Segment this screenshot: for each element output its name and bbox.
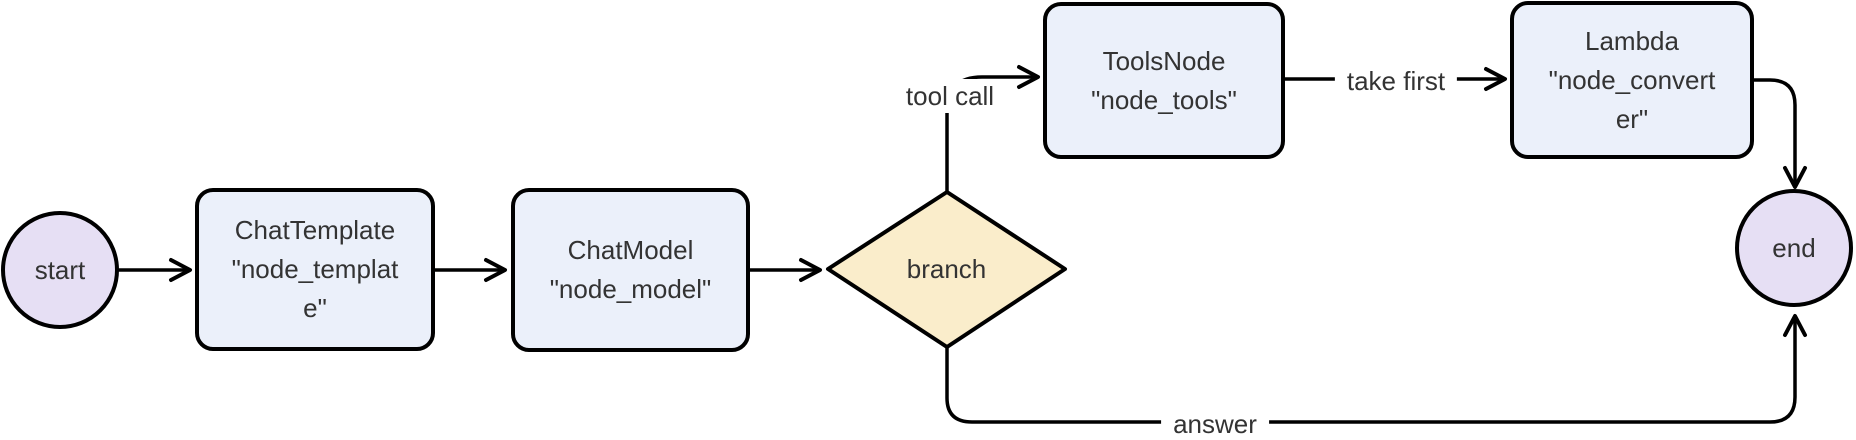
toolsnode-node-shape: [1043, 2, 1285, 159]
chatmodel-node-shape: [511, 188, 750, 352]
edge-branch-to-end: [945, 314, 1807, 424]
edge-label-take-first: take first: [1334, 64, 1458, 98]
edge-label-tool-call: tool call: [893, 79, 1007, 113]
end-node-shape: [1735, 189, 1853, 307]
chattemplate-node-shape: [195, 188, 435, 351]
edge-lambda-to-end: [1752, 78, 1807, 189]
start-node-shape: [1, 211, 119, 329]
edge-label-answer: answer: [1161, 407, 1269, 440]
lambda-node-shape: [1510, 1, 1754, 159]
branch-decision-shape: [826, 190, 1067, 349]
